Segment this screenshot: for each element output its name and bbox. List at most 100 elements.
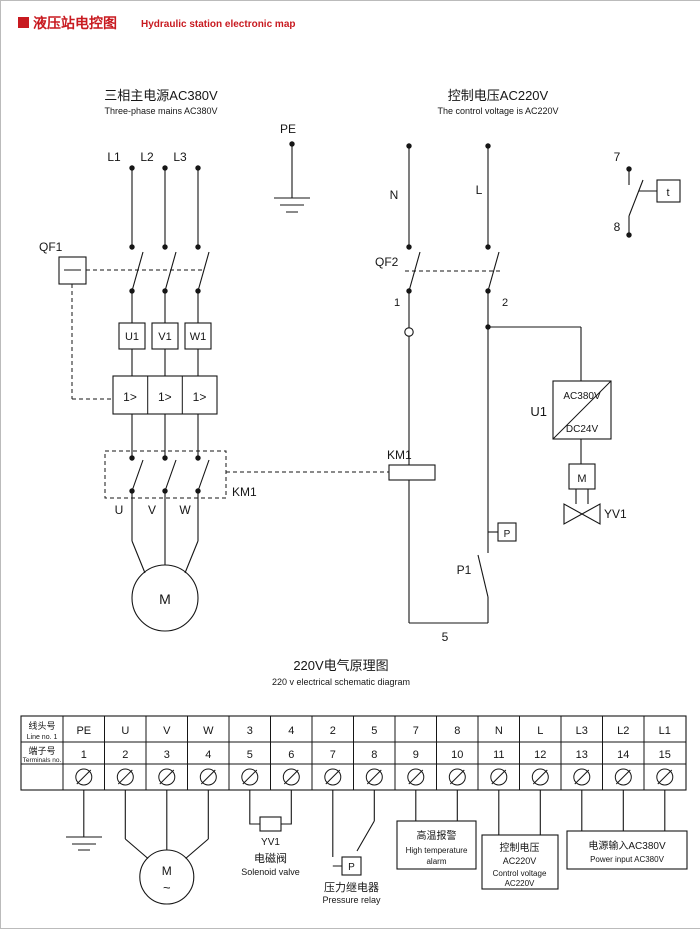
page-title-en: Hydraulic station electronic map bbox=[141, 19, 296, 30]
u1-label: U1 bbox=[530, 404, 547, 419]
power-input-branch: 电源输入AC380V Power input AC380V bbox=[566, 790, 688, 870]
phase-label-l3: L3 bbox=[173, 150, 187, 164]
svg-text:14: 14 bbox=[617, 749, 629, 761]
svg-text:6: 6 bbox=[288, 749, 294, 761]
svg-text:4: 4 bbox=[288, 725, 294, 737]
thermostat-contact: 7 8 t bbox=[614, 150, 681, 238]
ctrl-label-v1: AC220V bbox=[503, 856, 537, 866]
svg-text:2: 2 bbox=[122, 749, 128, 761]
p1-label: P1 bbox=[457, 563, 472, 577]
fuse-boxes: U1 V1 W1 bbox=[118, 322, 212, 350]
alarm-label-en2: alarm bbox=[426, 857, 446, 866]
pressure-sensor-label: P bbox=[504, 529, 511, 540]
km1-coil bbox=[388, 464, 436, 481]
power-converter-u1: AC380V DC24V U1 bbox=[530, 380, 612, 440]
km1-main-contacts: KM1 bbox=[104, 450, 389, 499]
ground-icon bbox=[66, 836, 102, 851]
converter-primary: AC380V bbox=[563, 391, 601, 402]
svg-text:9: 9 bbox=[413, 749, 419, 761]
ground-icon bbox=[274, 197, 310, 213]
control-circuit: 控制电压AC220V The control voltage is AC220V… bbox=[375, 88, 681, 644]
alarm-box bbox=[396, 820, 477, 870]
solenoid-label-en: Solenoid valve bbox=[241, 867, 300, 877]
control-title-cn: 控制电压AC220V bbox=[448, 88, 549, 103]
line-label: L bbox=[476, 183, 483, 197]
km1-coil-label: KM1 bbox=[387, 448, 412, 462]
schematic-motor-label: M bbox=[162, 864, 172, 878]
solenoid-coil bbox=[259, 816, 282, 832]
control-voltage-box bbox=[481, 834, 559, 890]
pressure-relay-cn: 压力继电器 bbox=[324, 881, 379, 894]
svg-text:12: 12 bbox=[534, 749, 546, 761]
overload-symbol-1: 1> bbox=[123, 390, 137, 404]
svg-text:5: 5 bbox=[371, 725, 377, 737]
valve-motor-label: M bbox=[577, 473, 586, 485]
ctrl-label-cn: 控制电压 bbox=[500, 841, 540, 854]
fuse-label-u1: U1 bbox=[125, 331, 139, 343]
schematic-motor: M ~ bbox=[124, 790, 209, 905]
line-row-header-en: Line no. 1 bbox=[27, 734, 58, 741]
svg-text:10: 10 bbox=[451, 749, 463, 761]
svg-text:4: 4 bbox=[205, 749, 211, 761]
svg-text:U: U bbox=[121, 725, 129, 737]
output-label-u: U bbox=[115, 503, 124, 517]
km1-contacts-label: KM1 bbox=[232, 485, 257, 499]
svg-text:L3: L3 bbox=[576, 725, 588, 737]
line-row-header-cn: 线头号 bbox=[28, 720, 55, 731]
power-label-en: Power input AC380V bbox=[590, 855, 664, 864]
output-label-v: V bbox=[148, 503, 156, 517]
thermostat-label: t bbox=[666, 187, 669, 199]
svg-text:N: N bbox=[495, 725, 503, 737]
svg-text:8: 8 bbox=[371, 749, 377, 761]
svg-text:3: 3 bbox=[164, 749, 170, 761]
pe-label: PE bbox=[280, 122, 296, 136]
fuse-label-v1: V1 bbox=[158, 331, 171, 343]
svg-text:8: 8 bbox=[454, 725, 460, 737]
output-label-w: W bbox=[179, 503, 191, 517]
main-motor: M bbox=[131, 564, 199, 632]
control-voltage-branch: 控制电压 AC220V Control voltage AC220V bbox=[481, 790, 559, 890]
svg-text:1: 1 bbox=[81, 749, 87, 761]
svg-text:L1: L1 bbox=[659, 725, 671, 737]
screw-terminal-row bbox=[75, 768, 674, 786]
svg-text:L2: L2 bbox=[617, 725, 629, 737]
terminal-row-header-cn: 端子号 bbox=[28, 745, 55, 756]
converter-secondary: DC24V bbox=[566, 424, 599, 435]
wire-number-8: 8 bbox=[614, 220, 621, 234]
qf1-label: QF1 bbox=[39, 240, 63, 254]
qf2-label: QF2 bbox=[375, 255, 399, 269]
pressure-sensor-box bbox=[497, 522, 517, 542]
main-title-en: Three-phase mains AC380V bbox=[104, 106, 217, 116]
terminal-row-header-en: Terminals no. bbox=[23, 757, 62, 764]
page-title-cn: 液压站电控图 bbox=[33, 15, 117, 31]
svg-text:W: W bbox=[203, 725, 214, 737]
wire-number-7: 7 bbox=[614, 150, 621, 164]
wire-number-1: 1 bbox=[394, 297, 400, 309]
svg-text:5: 5 bbox=[247, 749, 253, 761]
overload-symbol-2: 1> bbox=[158, 390, 172, 404]
ctrl-label-v2: AC220V bbox=[505, 879, 535, 888]
pressure-relay-en: Pressure relay bbox=[322, 895, 381, 905]
main-title-cn: 三相主电源AC380V bbox=[104, 88, 218, 103]
svg-text:15: 15 bbox=[659, 749, 671, 761]
neutral-label: N bbox=[390, 188, 399, 202]
wire-number-5: 5 bbox=[442, 630, 449, 644]
svg-text:V: V bbox=[163, 725, 171, 737]
pressure-relay-box bbox=[341, 856, 362, 876]
pressure-relay-branch: P 压力继电器 Pressure relay bbox=[322, 790, 381, 905]
valve-actuator: M YV1 bbox=[563, 463, 627, 525]
solenoid-label-cn: 电磁阀 bbox=[254, 851, 287, 865]
earth-connection bbox=[66, 790, 102, 851]
alarm-branch: 高温报警 High temperature alarm bbox=[396, 790, 477, 870]
pe-earth: PE bbox=[274, 122, 310, 213]
phase-label-l1: L1 bbox=[107, 150, 121, 164]
fuse-label-w1: W1 bbox=[190, 331, 207, 343]
svg-text:L: L bbox=[537, 725, 543, 737]
title-bullet-icon bbox=[18, 17, 29, 28]
overload-relay-block: 1> 1> 1> bbox=[112, 375, 218, 415]
schematic-title-en: 220 v electrical schematic diagram bbox=[272, 677, 410, 687]
power-label-cn: 电源输入AC380V bbox=[588, 839, 666, 852]
main-motor-label: M bbox=[159, 591, 171, 607]
alarm-label-cn: 高温报警 bbox=[417, 829, 457, 842]
